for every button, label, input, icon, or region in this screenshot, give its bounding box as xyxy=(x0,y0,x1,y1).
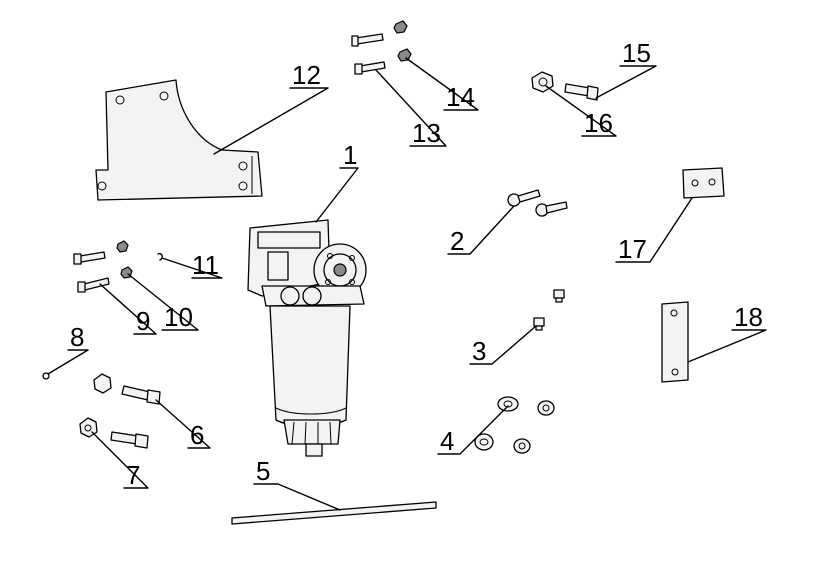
rod-part-5 xyxy=(231,501,437,525)
bolt-part-9 xyxy=(73,251,110,293)
callout-10: 10 xyxy=(164,302,193,332)
callout-4: 4 xyxy=(440,426,454,456)
callout-13: 13 xyxy=(412,118,441,148)
bolt-part-6 xyxy=(121,385,161,405)
strap-part-18 xyxy=(661,301,689,383)
callout-numbers: 1 2 3 4 5 6 7 8 9 10 11 12 13 14 15 16 1… xyxy=(70,38,763,490)
callout-14: 14 xyxy=(446,82,475,112)
nut-part-6 xyxy=(93,373,112,394)
filter-assembly-part-1 xyxy=(247,219,367,457)
callout-12: 12 xyxy=(292,60,321,90)
nut-part-14 xyxy=(393,20,412,62)
callout-5: 5 xyxy=(256,456,270,486)
leader-lines xyxy=(47,57,767,511)
bolt-part-7 xyxy=(110,431,149,449)
callout-9: 9 xyxy=(136,306,150,336)
callout-16: 16 xyxy=(584,108,613,138)
callout-8: 8 xyxy=(70,322,84,352)
callout-1: 1 xyxy=(343,140,357,170)
bolt-part-15 xyxy=(564,83,599,101)
screw-part-3 xyxy=(533,289,565,331)
bracket-part-12 xyxy=(95,79,263,201)
callout-7: 7 xyxy=(126,460,140,490)
callout-18: 18 xyxy=(734,302,763,332)
fitting-part-2 xyxy=(507,189,568,217)
callout-2: 2 xyxy=(450,226,464,256)
plate-part-17 xyxy=(682,167,725,199)
callout-17: 17 xyxy=(618,234,647,264)
callout-11: 11 xyxy=(192,250,219,280)
clip-part-11 xyxy=(157,252,163,261)
callout-15: 15 xyxy=(622,38,651,68)
pin-part-8 xyxy=(42,372,50,380)
washer-part-4 xyxy=(474,396,555,454)
callout-3: 3 xyxy=(472,336,486,366)
nut-part-10 xyxy=(116,240,133,279)
bolt-part-13 xyxy=(351,33,386,75)
callout-6: 6 xyxy=(190,420,204,450)
